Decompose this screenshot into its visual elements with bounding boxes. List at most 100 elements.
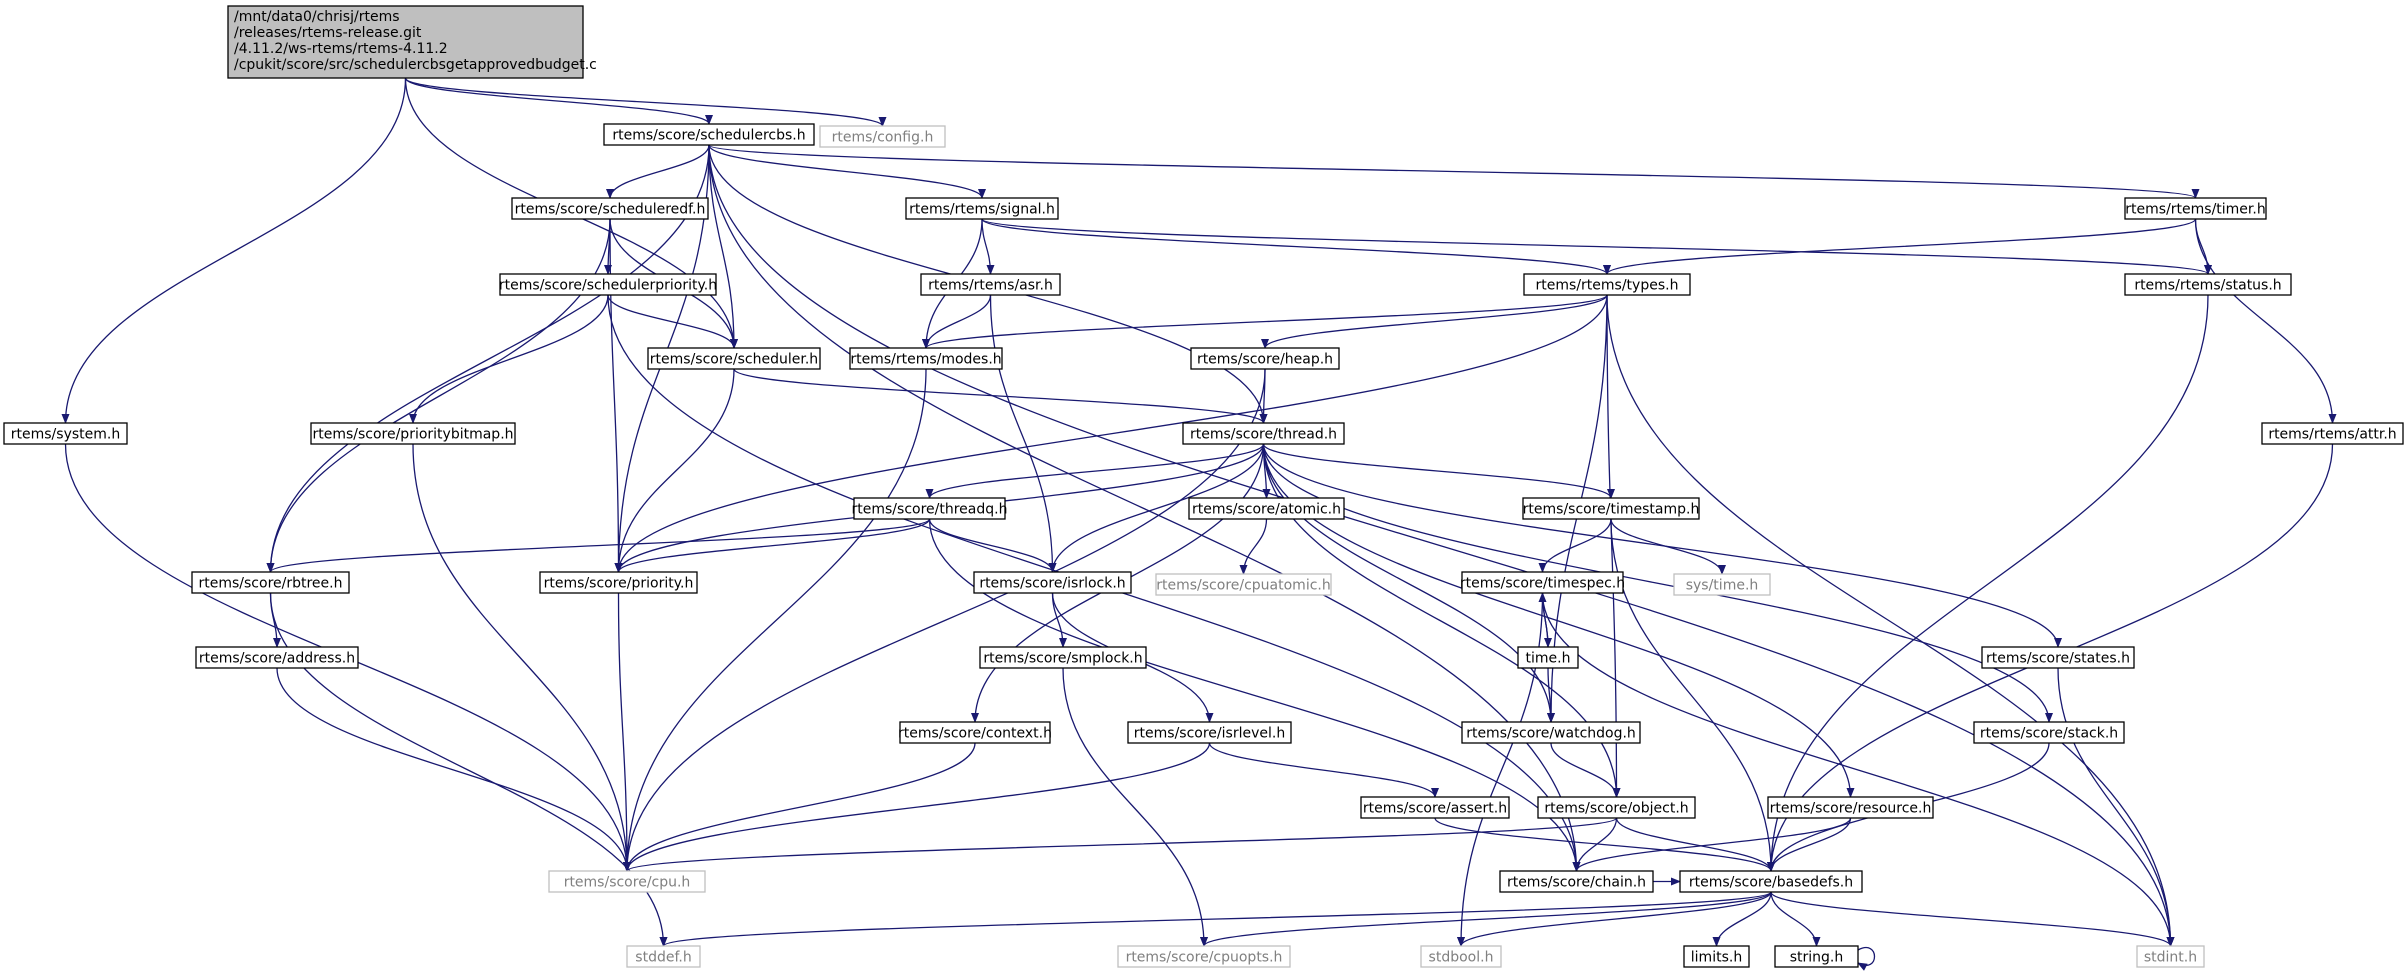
node-asr[interactable]: rtems/rtems/asr.h <box>920 273 1061 296</box>
node-thread[interactable]: rtems/score/thread.h <box>1182 422 1345 445</box>
edge-threadq-to-priority <box>614 518 931 573</box>
node-smplock[interactable]: rtems/score/smplock.h <box>979 646 1147 669</box>
asr-box <box>920 273 1061 296</box>
edge-signal-to-status <box>981 218 2212 275</box>
timeh-box <box>1517 646 1579 669</box>
timespec-box <box>1461 571 1624 594</box>
isrlevel-box <box>1127 721 1292 744</box>
node-scheduleredf[interactable]: rtems/score/scheduleredf.h <box>511 197 709 220</box>
node-stack[interactable]: rtems/score/stack.h <box>1973 721 2125 744</box>
edge-schedulerpriority-to-scheduler <box>607 294 738 349</box>
node-chain[interactable]: rtems/score/chain.h <box>1499 870 1654 893</box>
node-types[interactable]: rtems/rtems/types.h <box>1523 273 1691 296</box>
timespec-label: rtems/score/timespec.h <box>1460 576 1625 592</box>
node-stdint[interactable]: stdint.h <box>2136 945 2205 968</box>
edge-root-to-system <box>61 77 407 424</box>
limits-box <box>1683 945 1750 968</box>
node-scheduler[interactable]: rtems/score/scheduler.h <box>647 347 821 370</box>
edge-timespec-to-stdbool <box>1457 592 1544 947</box>
node-cpuatomic[interactable]: rtems/score/cpuatomic.h <box>1155 573 1332 596</box>
node-system[interactable]: rtems/system.h <box>3 422 128 445</box>
scheduleredf-box <box>511 197 709 220</box>
node-timeh[interactable]: time.h <box>1517 646 1579 669</box>
edge-schedulercbs-to-scheduleredf <box>606 144 710 199</box>
stdint-box <box>2136 945 2205 968</box>
edge-threadq-to-rbtree <box>266 518 931 573</box>
edge-types-to-stdint <box>1606 294 2175 947</box>
edge-thread-to-threadq <box>925 443 1265 499</box>
watchdog-box <box>1461 721 1641 744</box>
cpu-label: rtems/score/cpu.h <box>564 875 691 891</box>
node-schedulerpriority[interactable]: rtems/score/schedulerpriority.h <box>499 273 717 296</box>
node-threadq[interactable]: rtems/score/threadq.h <box>852 497 1008 520</box>
node-cpu[interactable]: rtems/score/cpu.h <box>548 870 706 893</box>
node-string[interactable]: string.h <box>1774 945 1859 968</box>
node-limits[interactable]: limits.h <box>1683 945 1750 968</box>
node-rbtree[interactable]: rtems/score/rbtree.h <box>191 571 350 594</box>
states-box <box>1981 646 2135 669</box>
node-config[interactable]: rtems/config.h <box>819 125 946 148</box>
stddef-box <box>626 945 701 968</box>
node-signal[interactable]: rtems/rtems/signal.h <box>905 197 1059 220</box>
edge-types-to-heap <box>1261 294 1608 349</box>
node-heap[interactable]: rtems/score/heap.h <box>1190 347 1340 370</box>
node-stddef[interactable]: stddef.h <box>626 945 701 968</box>
edge-status-to-basedefs <box>1767 294 2209 872</box>
thread-box <box>1182 422 1345 445</box>
atomic-box <box>1188 497 1345 520</box>
types-label: rtems/rtems/types.h <box>1536 278 1679 294</box>
node-prioritybitmap[interactable]: rtems/score/prioritybitmap.h <box>310 422 516 445</box>
node-timer[interactable]: rtems/rtems/timer.h <box>2124 197 2267 220</box>
schedulercbs-label: rtems/score/schedulercbs.h <box>612 128 805 144</box>
root-box <box>227 5 584 79</box>
edge-signal-to-types <box>981 218 1611 275</box>
priority-box <box>539 571 698 594</box>
node-root-source-file[interactable]: /mnt/data0/chrisj/rtems/releases/rtems-r… <box>227 5 597 79</box>
node-object[interactable]: rtems/score/object.h <box>1537 796 1696 819</box>
attr-box <box>2261 422 2404 445</box>
edge-schedulercbs-to-scheduler <box>708 144 738 349</box>
edge-timespec-to-stdint <box>1541 592 2175 947</box>
node-address[interactable]: rtems/score/address.h <box>195 646 359 669</box>
node-watchdog[interactable]: rtems/score/watchdog.h <box>1461 721 1641 744</box>
edge-timer-to-types <box>1603 218 2197 275</box>
threadq-label: rtems/score/threadq.h <box>852 502 1008 518</box>
edge-context-to-cpu <box>623 742 976 872</box>
node-status[interactable]: rtems/rtems/status.h <box>2124 273 2292 296</box>
node-assert[interactable]: rtems/score/assert.h <box>1360 796 1510 819</box>
edge-object-to-cpu <box>623 817 1618 872</box>
edge-timer-to-status <box>2194 218 2212 275</box>
node-basedefs[interactable]: rtems/score/basedefs.h <box>1679 870 1863 893</box>
node-timespec[interactable]: rtems/score/timespec.h <box>1460 571 1625 594</box>
node-resource[interactable]: rtems/score/resource.h <box>1767 796 1934 819</box>
node-modes[interactable]: rtems/rtems/modes.h <box>849 347 1003 370</box>
node-context[interactable]: rtems/score/context.h <box>898 721 1052 744</box>
timestamp-box <box>1522 497 1700 520</box>
node-states[interactable]: rtems/score/states.h <box>1981 646 2135 669</box>
node-stdbool[interactable]: stdbool.h <box>1420 945 1502 968</box>
node-systime[interactable]: sys/time.h <box>1673 573 1771 596</box>
system-box <box>3 422 128 445</box>
timer-box <box>2124 197 2267 220</box>
thread-label: rtems/score/thread.h <box>1190 427 1337 443</box>
signal-box <box>905 197 1059 220</box>
node-isrlevel[interactable]: rtems/score/isrlevel.h <box>1127 721 1292 744</box>
node-timestamp[interactable]: rtems/score/timestamp.h <box>1522 497 1700 520</box>
isrlock-label: rtems/score/isrlock.h <box>979 576 1125 592</box>
node-cpuopts[interactable]: rtems/score/cpuopts.h <box>1117 945 1291 968</box>
node-isrlock[interactable]: rtems/score/isrlock.h <box>973 571 1132 594</box>
node-priority[interactable]: rtems/score/priority.h <box>539 571 698 594</box>
node-attr[interactable]: rtems/rtems/attr.h <box>2261 422 2404 445</box>
root-label-line: /cpukit/score/src/schedulercbsgetapprove… <box>234 57 597 73</box>
smplock-box <box>979 646 1147 669</box>
edge-root-to-schedulercbs <box>404 77 713 125</box>
node-schedulercbs[interactable]: rtems/score/schedulercbs.h <box>603 123 815 146</box>
edge-threadq-to-isrlock <box>928 518 1057 573</box>
basedefs-box <box>1679 870 1863 893</box>
states-label: rtems/score/states.h <box>1986 651 2130 667</box>
stdbool-label: stdbool.h <box>1429 950 1494 966</box>
edge-basedefs-to-string <box>1770 891 1821 947</box>
asr-label: rtems/rtems/asr.h <box>928 278 1053 294</box>
node-atomic[interactable]: rtems/score/atomic.h <box>1188 497 1345 520</box>
edge-scheduler-to-thread <box>733 368 1268 424</box>
